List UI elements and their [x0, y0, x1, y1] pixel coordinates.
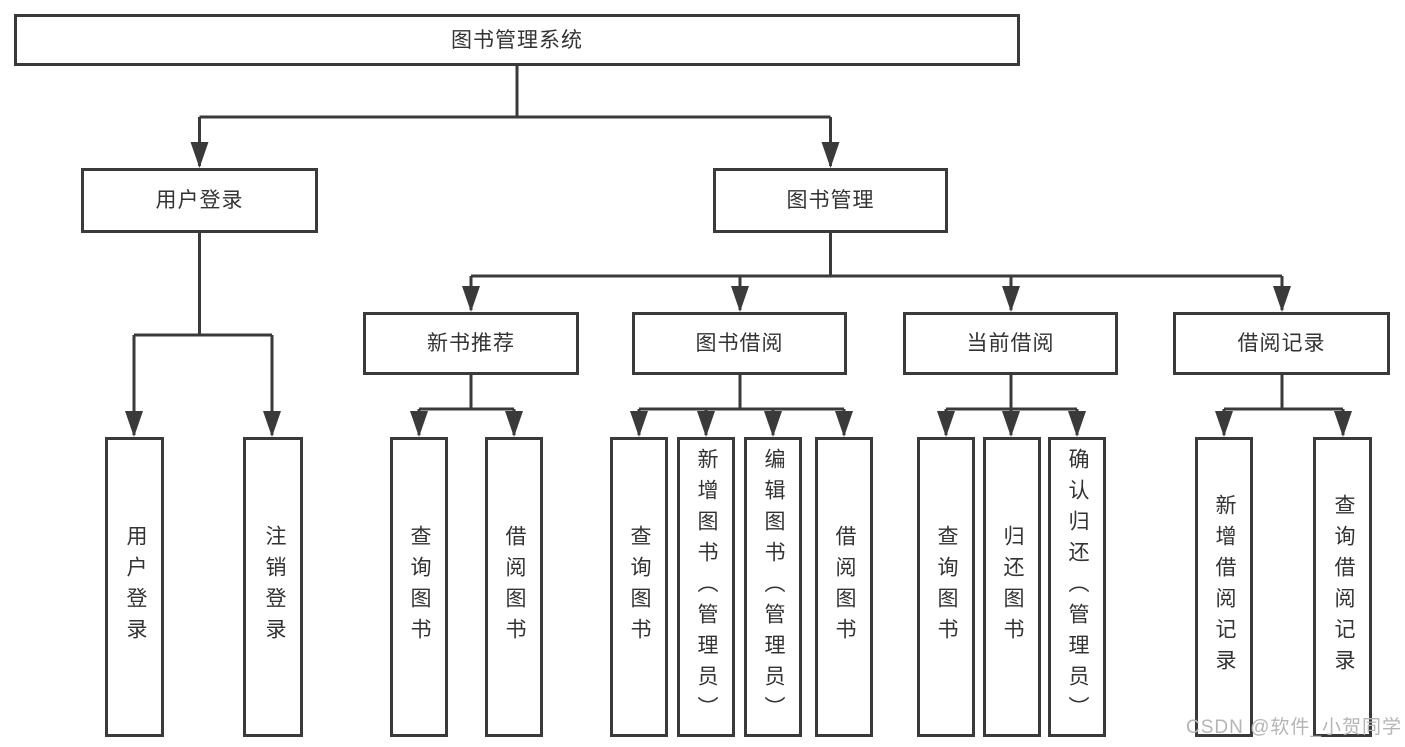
- node-book-borrow-label: 图书借阅: [695, 332, 784, 355]
- arrowheads: [125, 142, 1352, 437]
- node-borrow-records-label: 借阅记录: [1237, 332, 1326, 355]
- node-current-borrow: 当前借阅: [903, 312, 1118, 375]
- node-book-borrow: 图书借阅: [632, 312, 847, 375]
- leaf-recommend-query-books: 查询图书: [390, 437, 448, 737]
- leaf-confirm-return-admin: 确认归还（管理员）: [1048, 437, 1106, 737]
- node-root-system-label: 图书管理系统: [451, 28, 583, 52]
- leaf-add-borrow-record: 新增借阅记录: [1195, 437, 1253, 737]
- node-new-book-recommend-label: 新书推荐: [427, 332, 515, 355]
- node-book-management: 图书管理: [713, 168, 948, 233]
- leaf-return-books: 归还图书: [983, 437, 1041, 737]
- node-borrow-records: 借阅记录: [1173, 312, 1390, 375]
- leaf-edit-books-admin: 编辑图书（管理员）: [744, 437, 802, 737]
- leaf-current-query-books: 查询图书: [917, 437, 975, 737]
- leaf-borrow-query-books: 查询图书: [610, 437, 668, 737]
- leaf-query-borrow-record: 查询借阅记录: [1313, 437, 1372, 737]
- node-current-borrow-label: 当前借阅: [966, 332, 1055, 355]
- node-user-login: 用户登录: [81, 168, 318, 233]
- node-root-system: 图书管理系统: [14, 14, 1020, 66]
- node-new-book-recommend: 新书推荐: [363, 312, 579, 375]
- leaf-logout: 注销登录: [243, 437, 303, 737]
- leaf-add-books-admin: 新增图书（管理员）: [677, 437, 735, 737]
- csdn-watermark: CSDN @软件_小贺同学: [1186, 717, 1402, 738]
- node-book-management-label: 图书管理: [786, 189, 875, 212]
- leaf-borrow-books: 借阅图书: [815, 437, 873, 737]
- node-user-login-label: 用户登录: [155, 189, 244, 212]
- leaf-recommend-borrow-books: 借阅图书: [485, 437, 543, 737]
- leaf-user-login: 用户登录: [105, 437, 164, 737]
- connector-shafts: [132, 66, 1345, 435]
